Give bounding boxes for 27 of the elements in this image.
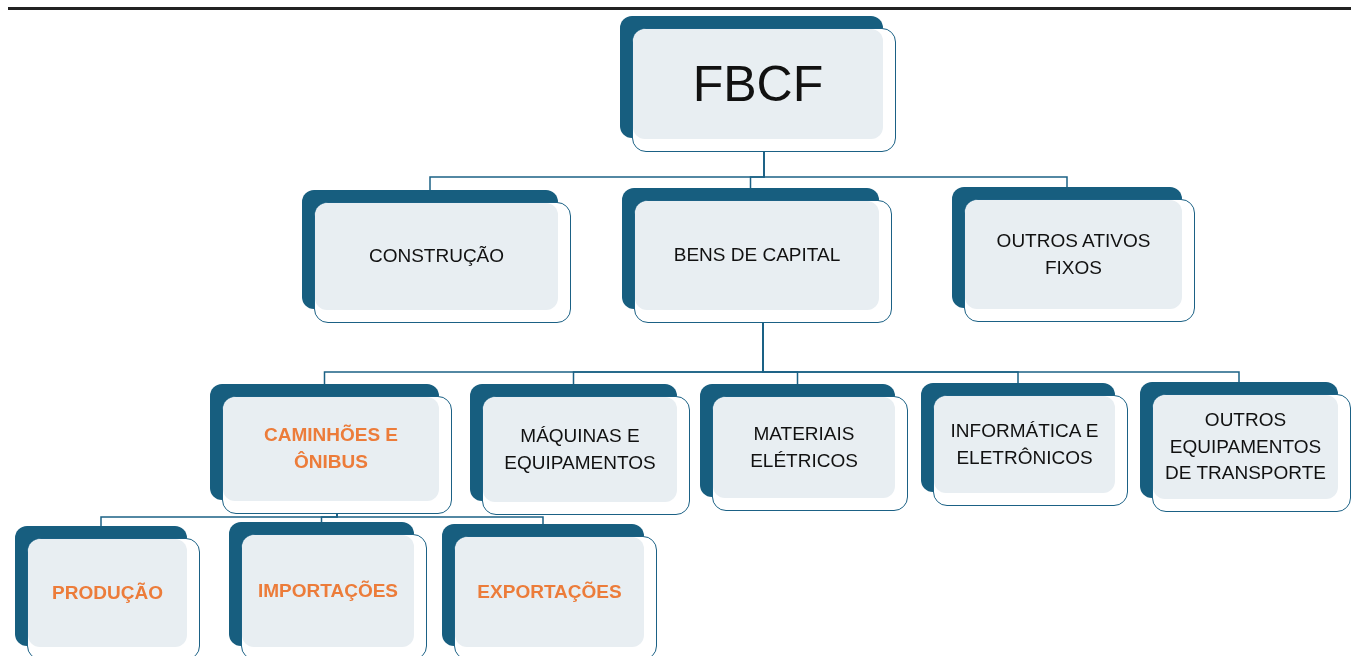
- category-box: [15, 526, 200, 656]
- category-box: [700, 384, 908, 511]
- category-label: INFORMÁTICA E ELETRÔNICOS: [949, 418, 1100, 470]
- category-box: [210, 384, 452, 514]
- category-label: IMPORTAÇÕES: [257, 578, 398, 603]
- connector-line: [763, 151, 1068, 188]
- category-box: [229, 522, 427, 656]
- category-label: BENS DE CAPITAL: [673, 243, 841, 268]
- category-box: [952, 187, 1195, 322]
- category-label: MATERIAIS ELÉTRICOS: [749, 421, 859, 473]
- category-box: [1140, 382, 1351, 512]
- category-box: [442, 524, 657, 656]
- category-label: MÁQUINAS E EQUIPAMENTOS: [503, 423, 657, 475]
- category-label: FBCF: [692, 55, 824, 114]
- category-label: OUTROS ATIVOS FIXOS: [995, 228, 1152, 280]
- category-label: EXPORTAÇÕES: [477, 579, 622, 604]
- category-label: OUTROS EQUIPAMENTOS DE TRANSPORTE: [1164, 408, 1327, 486]
- connector-line: [320, 513, 338, 523]
- category-label: CAMINHÕES E ÔNIBUS: [262, 423, 400, 474]
- category-box: [620, 16, 896, 152]
- category-label: PRODUÇÃO: [52, 580, 163, 605]
- category-box: [470, 384, 690, 515]
- category-box: [302, 190, 571, 323]
- category-box: [921, 383, 1128, 506]
- category-label: CONSTRUÇÃO: [368, 244, 505, 269]
- category-box: [622, 188, 892, 323]
- connector-line: [336, 513, 544, 525]
